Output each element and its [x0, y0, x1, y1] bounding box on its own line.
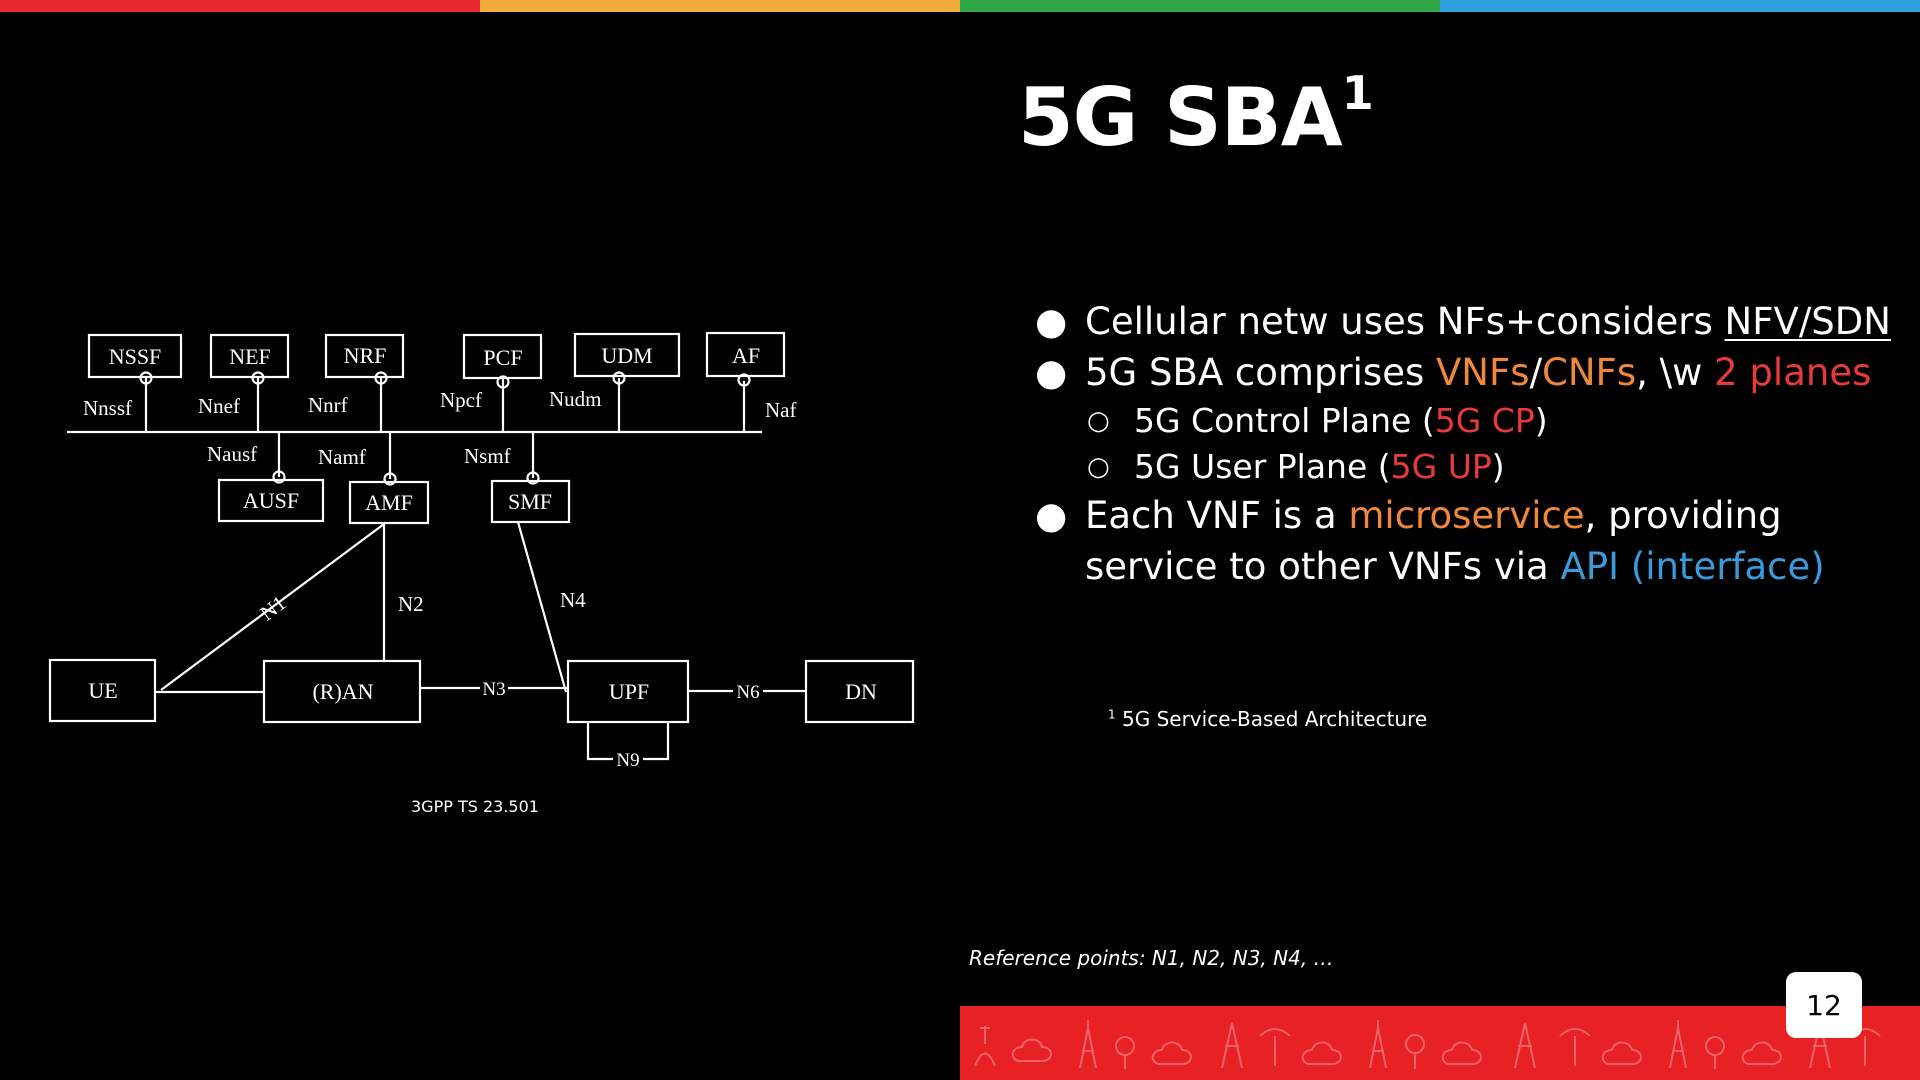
af-box [705, 331, 786, 378]
upf-label: UPF [609, 679, 649, 704]
cnfs-highlight: CNFs [1542, 351, 1637, 394]
sub-bullet-user-plane: ○ 5G User Plane (5G UP) [1035, 444, 1895, 490]
nnef-label: Nnef [198, 394, 240, 418]
microservice-highlight: microservice [1348, 494, 1585, 537]
n2-label: N2 [398, 592, 424, 616]
nsmf-label: Nsmf [464, 444, 511, 468]
n1-label: N1 [256, 591, 291, 626]
smf-box [490, 479, 571, 524]
udm-label: UDM [601, 343, 652, 368]
bullet-icon: ● [1035, 351, 1068, 394]
nausf-label: Nausf [207, 442, 257, 466]
top-bar-red [0, 0, 480, 12]
amf-box [348, 480, 430, 525]
nnssf-label: Nnssf [83, 396, 132, 420]
ausf-box [217, 478, 325, 523]
ausf-label: AUSF [243, 488, 299, 513]
ran-label: (R)AN [312, 679, 373, 704]
n3-label: N3 [482, 679, 505, 700]
sba-diagram: NSSF NEF NRF PCF UDM AF AUSF AMF SMF UE … [48, 331, 915, 771]
up-highlight: 5G UP [1390, 447, 1492, 486]
vnfs-highlight: VNFs [1436, 351, 1530, 394]
page-number: 12 [1786, 972, 1862, 1038]
nef-box [209, 333, 290, 379]
udm-box [573, 332, 681, 378]
ue-box [48, 658, 157, 723]
top-color-bar [0, 0, 1920, 12]
bullet-1: ● Cellular netw uses NFs+considers NFV/S… [1035, 296, 1895, 347]
nudm-label: Nudm [549, 387, 602, 411]
planes-highlight: 2 planes [1714, 351, 1872, 394]
nnrf-label: Nnrf [308, 393, 348, 417]
sub-bullet-control-plane: ○ 5G Control Plane (5G CP) [1035, 398, 1895, 444]
title-text: 5G SBA [1018, 71, 1343, 164]
nef-label: NEF [229, 344, 271, 369]
footnote: 1 5G Service-Based Architecture [1108, 707, 1428, 731]
nssf-box [87, 333, 183, 379]
sub-bullet-icon: ○ [1087, 452, 1110, 482]
title-footnote-marker: 1 [1341, 66, 1374, 120]
bullet-icon: ● [1035, 300, 1068, 343]
bullet-list: ● Cellular netw uses NFs+considers NFV/S… [1035, 296, 1895, 592]
af-label: AF [732, 343, 760, 368]
nfv-sdn-link[interactable]: NFV/SDN [1724, 300, 1891, 343]
api-highlight: API (interface) [1560, 545, 1825, 588]
pcf-box [462, 333, 543, 380]
sub-bullet-icon: ○ [1087, 406, 1110, 436]
nrf-label: NRF [344, 343, 387, 368]
npcf-label: Npcf [440, 388, 482, 412]
nssf-label: NSSF [109, 344, 162, 369]
pcf-label: PCF [483, 345, 522, 370]
naf-label: Naf [765, 398, 796, 422]
dn-label: DN [845, 679, 877, 704]
n4-label: N4 [560, 588, 586, 612]
smf-label: SMF [508, 489, 552, 514]
decorative-pattern-band [960, 1006, 1920, 1080]
n6-label: N6 [736, 682, 759, 703]
cp-highlight: 5G CP [1434, 401, 1535, 440]
n4-line [516, 521, 568, 693]
n1-line [160, 523, 385, 691]
bullet-3: ● Each VNF is a microservice, providing … [1035, 490, 1895, 592]
top-bar-green [960, 0, 1440, 12]
n9-label: N9 [616, 750, 639, 771]
top-bar-blue [1440, 0, 1920, 12]
ue-label: UE [88, 678, 117, 703]
diagram-caption: 3GPP TS 23.501 [411, 797, 539, 816]
top-bar-yellow [480, 0, 960, 12]
amf-label: AMF [365, 490, 413, 515]
bullet-icon: ● [1035, 494, 1068, 537]
nrf-box [324, 333, 405, 379]
slide-title: 5G SBA1 [1018, 70, 1374, 158]
namf-label: Namf [318, 445, 366, 469]
bullet-2: ● 5G SBA comprises VNFs/CNFs, \w 2 plane… [1035, 347, 1895, 398]
reference-points-note: Reference points: N1, N2, N3, N4, … [969, 946, 1334, 970]
